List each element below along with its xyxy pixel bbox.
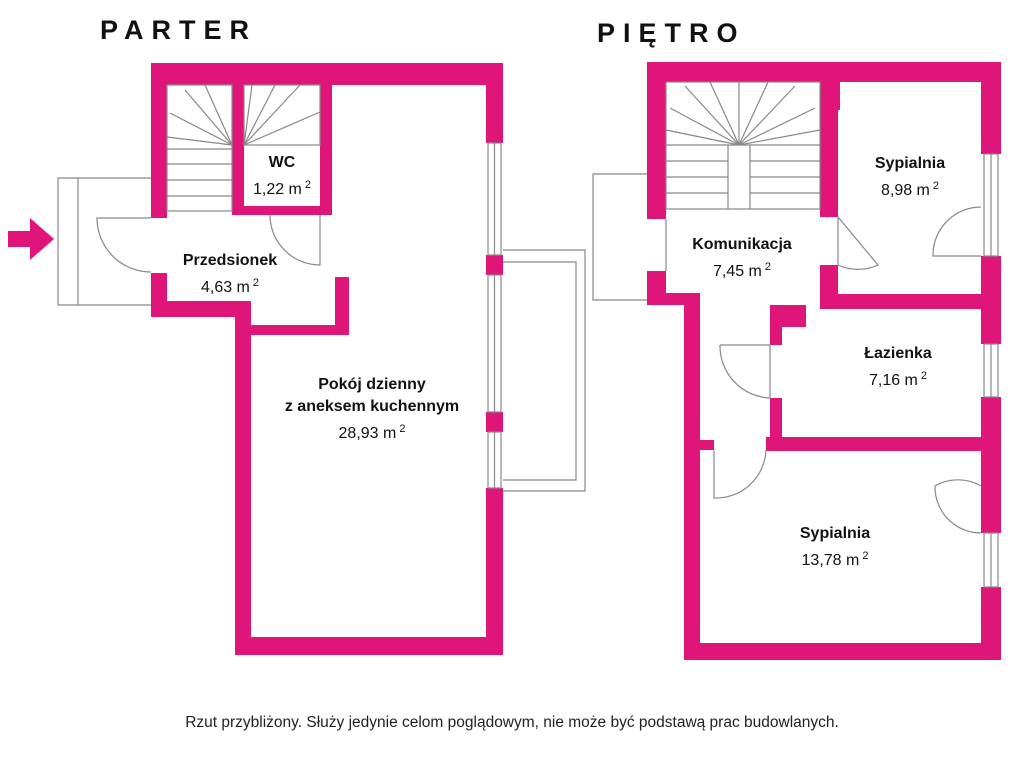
wall [684,643,1001,660]
room-label-pokoj-dzienny: Pokój dzienny z aneksem kuchennym 28,93 … [260,374,484,445]
balcony-outline [592,173,647,301]
wall [684,293,700,443]
room-name: Łazienka [864,345,932,362]
door-swing-icon [96,217,152,273]
room-name: Komunikacja [692,236,792,253]
room-name: z aneksem kuchennym [284,398,460,415]
wall [770,305,782,345]
wall [486,412,503,432]
wall [981,62,1001,154]
room-name: Sypialnia [799,525,871,542]
ground-floor-plan [57,63,586,655]
entrance-platform [57,177,151,306]
door-swing-icon [719,344,771,399]
wall [820,294,1001,309]
upper-floor-plan [592,62,1001,660]
wall [820,62,838,217]
door-swing-icon [269,214,321,266]
stairs-icon [243,84,321,146]
room-name: Pokój dzienny [318,376,426,393]
room-name: WC [268,154,296,171]
stairs-icon [166,84,233,212]
ground-floor-title: PARTER [100,15,258,45]
upper-floor-title: PIĘTRO [597,18,746,48]
door-swing-icon [932,206,982,257]
entry-arrow-icon [8,218,54,260]
wall [486,488,503,655]
wall [486,255,503,275]
wall [766,437,1001,451]
wall [684,440,700,660]
wall [251,325,349,335]
wall [232,63,244,215]
wall [486,63,503,143]
wall [235,301,251,655]
room-name: Sypialnia [874,155,946,172]
wall [335,277,349,335]
wall [235,637,503,655]
door-swing-icon [713,449,767,499]
wall [232,206,332,215]
room-name: Przedsionek [182,252,278,269]
door-swing-icon [837,215,879,270]
wall [647,62,666,219]
wall [151,63,167,218]
terrace-outline [503,249,586,492]
wall [981,397,1001,533]
stairs-icon [665,81,821,210]
wall [151,301,251,317]
wall [320,63,332,215]
door-swing-icon [934,479,982,534]
wall [981,587,1001,660]
disclaimer-text: Rzut przybliżony. Służy jedynie celom po… [185,714,839,731]
